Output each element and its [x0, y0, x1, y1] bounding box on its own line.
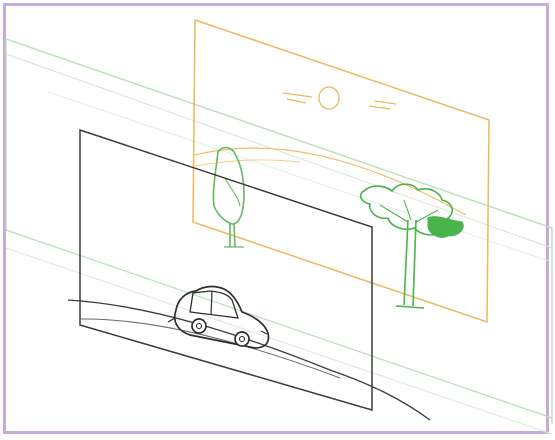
- cloud-icon: [283, 93, 396, 109]
- sky-orange-layer: [193, 20, 489, 322]
- sun-icon: [319, 87, 339, 109]
- foreground-black-layer: [68, 130, 430, 420]
- background-green-layer: [6, 39, 552, 434]
